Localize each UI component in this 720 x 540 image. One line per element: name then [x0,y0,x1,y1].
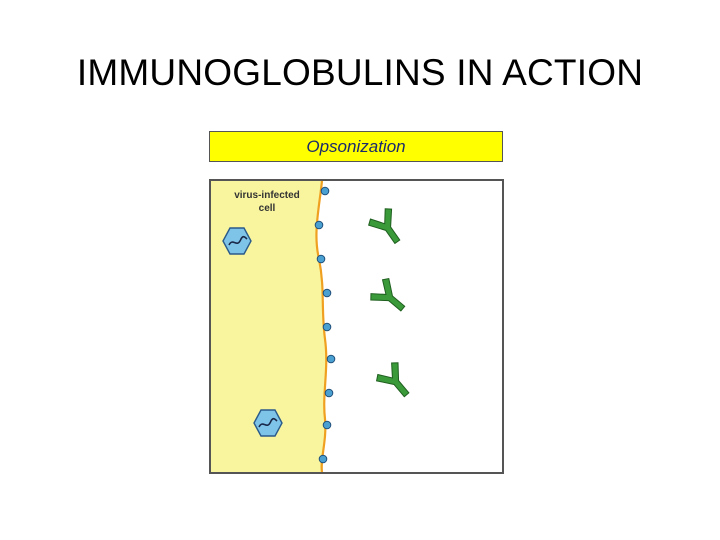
cell-membrane [315,180,328,473]
antigen-marker [314,220,324,230]
slide-title: IMMUNOGLOBULINS IN ACTION [76,52,644,93]
caption-text: Opsonization [306,137,406,156]
cell-label-line2: cell [259,203,276,214]
virus-particle [222,227,252,255]
antibody [368,208,401,245]
virus-particle [253,409,283,437]
antigen-marker [316,254,326,264]
opsonization-figure: virus-infected cell [209,179,504,474]
antigen-marker [320,186,330,196]
antigen-marker [322,288,332,298]
antigen-marker [318,454,328,464]
antigen-marker [326,354,336,364]
antibody [375,362,410,398]
caption-box: Opsonization [209,131,503,162]
antigen-marker [324,388,334,398]
opsonization-diagram: virus-infected cell [209,179,504,474]
antibody [370,277,406,312]
cell-label-line1: virus-infected [234,190,300,201]
antigen-marker [322,420,332,430]
antigen-marker [322,322,332,332]
